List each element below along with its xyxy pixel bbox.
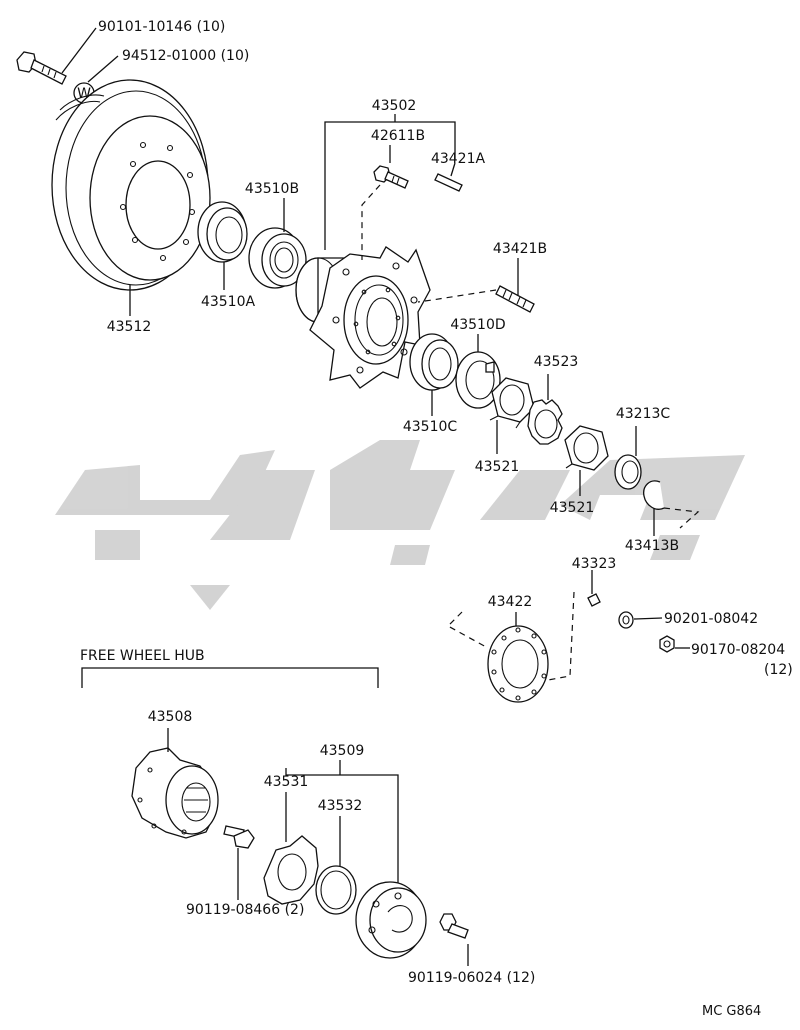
label-43523: 43523 <box>534 354 579 370</box>
leader-90101 <box>61 27 97 74</box>
label-43502: 43502 <box>372 98 417 114</box>
label-90170-qty: (12) <box>764 662 793 678</box>
stud-bolt-43421b <box>495 285 535 313</box>
plate-43531 <box>263 835 319 905</box>
label-43510d: 43510D <box>450 317 505 333</box>
dash-43422 <box>447 611 489 649</box>
hub-gasket-43422 <box>487 625 549 703</box>
lock-washer-43523 <box>527 399 563 445</box>
diagram-code: MC G864 <box>702 1004 761 1019</box>
label-43421a: 43421A <box>431 151 486 167</box>
dash-42611b <box>361 184 381 260</box>
label-43323: 43323 <box>572 556 617 572</box>
brake-disc-43512 <box>51 79 211 291</box>
front-axle-hub-43502 <box>295 246 431 389</box>
label-43510c: 43510C <box>403 419 458 435</box>
leader-90201 <box>633 617 663 620</box>
label-43521-b: 43521 <box>550 500 595 516</box>
nut-90170-08204 <box>659 635 675 653</box>
label-43510a: 43510A <box>201 294 256 310</box>
cone-washer-43323 <box>587 593 601 607</box>
label-90201-08042: 90201-08042 <box>664 611 758 627</box>
bearing-43510b <box>248 227 307 289</box>
label-43213c: 43213C <box>616 406 671 422</box>
snap-ring-43413b <box>643 480 665 510</box>
label-43413b: 43413B <box>625 538 679 554</box>
bracket-43509 <box>285 768 399 890</box>
label-43531: 43531 <box>264 774 309 790</box>
label-43508: 43508 <box>148 709 193 725</box>
label-43510b: 43510B <box>245 181 299 197</box>
bolt-90101-10146 <box>16 51 67 85</box>
label-43521-a: 43521 <box>475 459 520 475</box>
label-43422: 43422 <box>488 594 533 610</box>
spacer-43213c <box>614 454 642 490</box>
label-90101-10146: 90101-10146 (10) <box>98 19 225 35</box>
free-wheel-hub-bracket <box>81 667 379 688</box>
bolt-90119-08466 <box>223 825 255 849</box>
label-43532: 43532 <box>318 798 363 814</box>
pin-43421a <box>434 173 463 192</box>
bearing-race-43510a <box>197 201 248 263</box>
leader-94512 <box>87 55 119 83</box>
hub-bolt-42611b <box>373 165 409 189</box>
dash-43323 <box>547 591 575 681</box>
dash-43413b <box>663 507 700 529</box>
label-94512-01000: 94512-01000 (10) <box>122 48 249 64</box>
bearing-43510c <box>409 333 459 391</box>
bracket-43502 <box>324 121 456 250</box>
section-title: FREE WHEEL HUB <box>80 648 205 664</box>
ring-43532 <box>315 865 357 915</box>
label-90170-08204: 90170-08204 <box>691 642 785 658</box>
label-90119-06024: 90119-06024 (12) <box>408 970 535 986</box>
free-wheel-hub-cover-43509 <box>355 881 427 959</box>
bolt-90119-06024 <box>439 913 469 939</box>
label-90119-08466: 90119-08466 (2) <box>186 902 304 918</box>
washer-90201-08042 <box>618 611 634 629</box>
label-42611b: 42611B <box>371 128 425 144</box>
label-43509: 43509 <box>320 743 365 759</box>
label-43421b: 43421B <box>493 241 547 257</box>
leader-43421a <box>450 162 456 177</box>
label-43512: 43512 <box>107 319 152 335</box>
watermark-logo <box>55 440 745 610</box>
lock-nut-43521-b <box>564 425 609 471</box>
free-wheel-hub-body-43508 <box>131 747 219 839</box>
